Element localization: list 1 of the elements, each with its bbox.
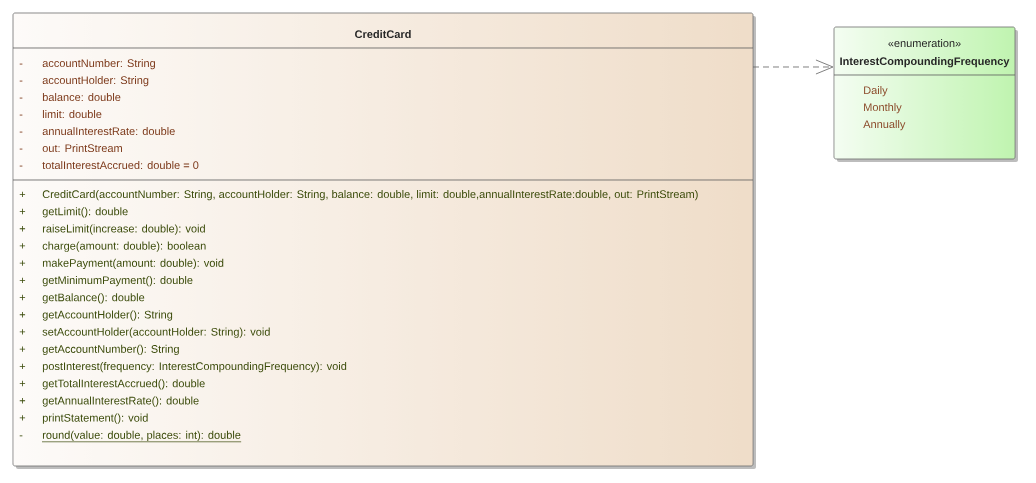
dashed-arrow [752,59,834,75]
